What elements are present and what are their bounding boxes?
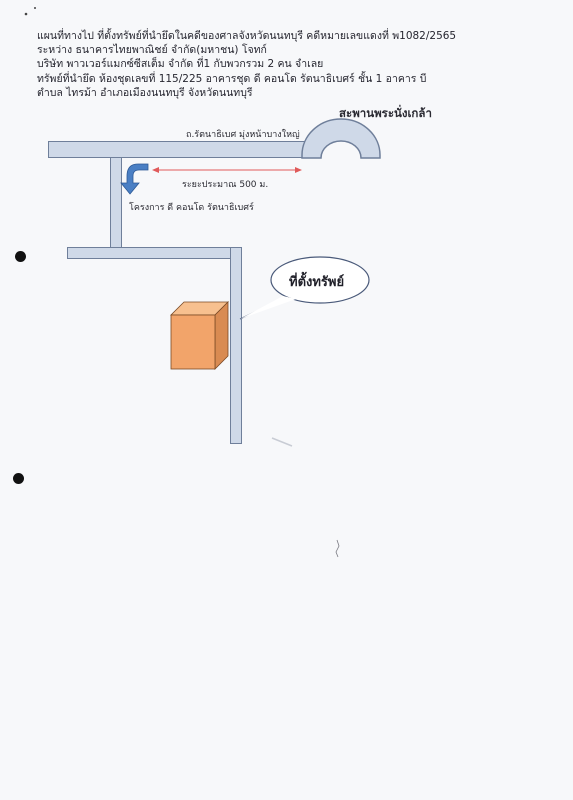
header-line-1: แผนที่ทางไป ที่ตั้งทรัพย์ที่นำยึดในคดีขอ… <box>37 30 457 42</box>
bridge-shape <box>301 118 381 159</box>
header-line-5: ตำบล ไทรม้า อำเภอเมืองนนทบุรี จังหวัดนนท… <box>37 87 253 99</box>
building-icon <box>170 301 229 370</box>
distance-arrow <box>152 167 302 173</box>
scan-dot <box>24 12 28 16</box>
punch-hole-bottom <box>13 473 24 484</box>
scan-mark <box>271 437 293 447</box>
punch-hole-top <box>15 251 26 262</box>
header-line-3: บริษัท พาวเวอร์แมกซ์ซีสเต็ม จำกัด ที่1 ก… <box>37 58 324 70</box>
soi-road-vertical <box>230 247 242 444</box>
main-road-label: ถ.รัตนาธิเบศ มุ่งหน้าบางใหญ่ <box>186 130 300 140</box>
header-line-4: ทรัพย์ที่นำยึด ห้องชุดเลขที่ 115/225 อาค… <box>37 73 427 85</box>
turn-arrow-icon <box>120 163 149 195</box>
callout-bubble <box>239 256 370 320</box>
scan-dot <box>34 7 36 9</box>
callout-label: ที่ตั้งทรัพย์ <box>289 275 345 290</box>
distance-label: ระยะประมาณ 500 ม. <box>182 180 269 190</box>
header-line-2: ระหว่าง ธนาคารไทยพาณิชย์ จำกัด(มหาชน) โจ… <box>37 44 267 56</box>
project-label: โครงการ ดี คอนโด รัตนาธิเบศร์ <box>129 203 254 213</box>
scan-mark <box>335 539 340 558</box>
bridge-label: สะพานพระนั่งเกล้า <box>339 106 432 120</box>
